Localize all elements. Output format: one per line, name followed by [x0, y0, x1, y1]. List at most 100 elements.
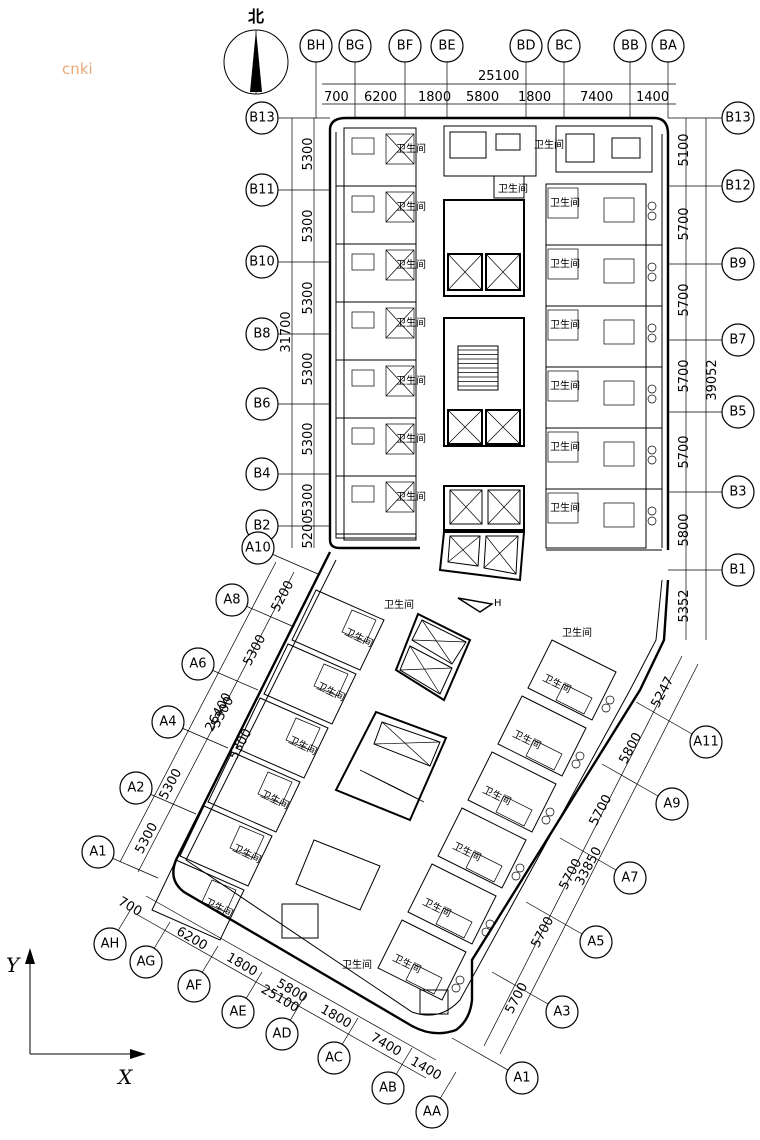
- top-dim-3: 1800: [418, 90, 451, 105]
- room-label-lower-1: 卫生间: [384, 598, 414, 611]
- grid-bubble-lower-left-a1: A1: [81, 835, 159, 879]
- right-dim-3: 5700: [677, 283, 692, 316]
- room-label-lower-left-5: 卫生间: [231, 841, 264, 866]
- right-dim-6: 5800: [677, 513, 692, 546]
- svg-text:A9: A9: [663, 797, 680, 812]
- svg-text:BD: BD: [517, 39, 536, 54]
- top-dimension-lines: 25100 700 6200 1800 5800 1800 7400 1400: [322, 69, 676, 105]
- svg-text:AA: AA: [423, 1105, 441, 1120]
- grid-bubble-left-b8: B8: [245, 317, 330, 351]
- left-dim-6: 5300: [301, 483, 316, 516]
- axis-indicator: Y X: [6, 948, 146, 1089]
- north-arrow: 北: [223, 7, 289, 95]
- room-label-lower-2: 卫生间: [562, 626, 592, 639]
- grid-bubble-top-bd: BD: [509, 29, 543, 118]
- svg-text:B10: B10: [249, 255, 274, 270]
- bottom-dim-3: 1800: [224, 950, 260, 980]
- svg-text:A3: A3: [553, 1005, 570, 1020]
- room-label-lower-left-1: 卫生间: [343, 625, 376, 650]
- room-label-right-4: 卫生间: [550, 379, 580, 392]
- svg-text:BC: BC: [555, 39, 573, 54]
- svg-text:AG: AG: [137, 955, 156, 970]
- grid-bubble-right-b12: B12: [668, 169, 755, 203]
- elevator-label: H: [494, 598, 502, 609]
- room-label-lower-right-5: 卫生间: [421, 895, 454, 920]
- grid-bubble-right-b1: B1: [668, 553, 755, 587]
- right-dim-1: 5100: [677, 133, 692, 166]
- grid-bubble-lower-right-a9: A9: [601, 763, 689, 821]
- svg-text:B8: B8: [253, 327, 270, 342]
- room-label-lower-right-4: 卫生间: [451, 839, 484, 864]
- svg-text:BG: BG: [346, 39, 365, 54]
- bottom-grid-bubbles: AH AG AF AE AD AC AB AA: [93, 903, 457, 1129]
- svg-text:B9: B9: [729, 257, 746, 272]
- room-label-left-6: 卫生间: [396, 432, 426, 445]
- left-dim-7: 5200: [301, 515, 316, 548]
- room-label-lower-right-2: 卫生间: [511, 727, 544, 752]
- lower-right-dim-6: 5700: [503, 980, 532, 1016]
- top-dim-6: 7400: [580, 90, 613, 105]
- room-label-right-2: 卫生间: [550, 257, 580, 270]
- right-dim-2: 5700: [677, 207, 692, 240]
- room-label-left-7: 卫生间: [396, 490, 426, 503]
- grid-bubble-lower-right-a3: A3: [491, 971, 579, 1029]
- grid-bubble-top-bh: BH: [299, 29, 333, 118]
- grid-bubble-right-b3: B3: [668, 475, 755, 509]
- grid-bubble-lower-left-a10: A10: [241, 531, 319, 575]
- svg-text:B1: B1: [729, 563, 746, 578]
- left-dim-3: 5300: [301, 281, 316, 314]
- left-dim-4: 5300: [301, 352, 316, 385]
- svg-text:A11: A11: [693, 735, 718, 750]
- svg-text:BE: BE: [438, 39, 455, 54]
- grid-bubble-right-b13: B13: [668, 101, 755, 135]
- svg-text:AF: AF: [186, 979, 202, 994]
- room-label-bottom: 卫生间: [342, 958, 372, 971]
- top-dim-5: 1800: [518, 90, 551, 105]
- grid-bubble-top-ba: BA: [651, 29, 685, 118]
- svg-text:AB: AB: [379, 1081, 397, 1096]
- room-label-lower-left-3: 卫生间: [287, 733, 320, 758]
- svg-text:A6: A6: [189, 657, 206, 672]
- top-total-dim: 25100: [478, 69, 519, 84]
- grid-bubble-lower-right-a11: A11: [635, 701, 723, 759]
- svg-text:B2: B2: [253, 519, 270, 534]
- room-label-top-2: 卫生间: [498, 182, 528, 195]
- grid-bubble-left-b6: B6: [245, 387, 330, 421]
- right-dim-5: 5700: [677, 435, 692, 468]
- grid-bubble-bottom-ac: AC: [317, 1017, 359, 1075]
- lower-right-dim-2: 5800: [617, 730, 646, 766]
- right-dim-4: 5700: [677, 359, 692, 392]
- svg-text:BA: BA: [659, 39, 677, 54]
- svg-text:AD: AD: [273, 1027, 292, 1042]
- room-label-left-3: 卫生间: [396, 258, 426, 271]
- grid-bubble-top-be: BE: [430, 29, 464, 118]
- left-dim-5: 5300: [301, 422, 316, 455]
- lower-right-dim-3: 5700: [587, 792, 616, 828]
- watermark: cnki: [62, 60, 93, 78]
- room-label-lower-left-2: 卫生间: [315, 679, 348, 704]
- svg-text:BB: BB: [621, 39, 639, 54]
- room-label-left-1: 卫生间: [396, 142, 426, 155]
- svg-text:B11: B11: [249, 183, 274, 198]
- grid-bubble-right-b9: B9: [668, 247, 755, 281]
- svg-text:BH: BH: [307, 39, 326, 54]
- lower-right-dim-1: 5247: [649, 674, 678, 710]
- grid-bubble-lower-right-a1: A1: [451, 1037, 539, 1095]
- grid-bubble-bottom-ad: AD: [265, 993, 307, 1051]
- svg-text:AH: AH: [101, 937, 120, 952]
- lower-left-dim-6: 5300: [133, 820, 162, 856]
- room-label-left-5: 卫生间: [396, 374, 426, 387]
- room-label-lower-right-6: 卫生间: [391, 951, 424, 976]
- svg-text:AE: AE: [229, 1005, 246, 1020]
- svg-text:AC: AC: [325, 1051, 343, 1066]
- room-label-top: 卫生间: [534, 138, 564, 151]
- room-label-lower-right-3: 卫生间: [481, 783, 514, 808]
